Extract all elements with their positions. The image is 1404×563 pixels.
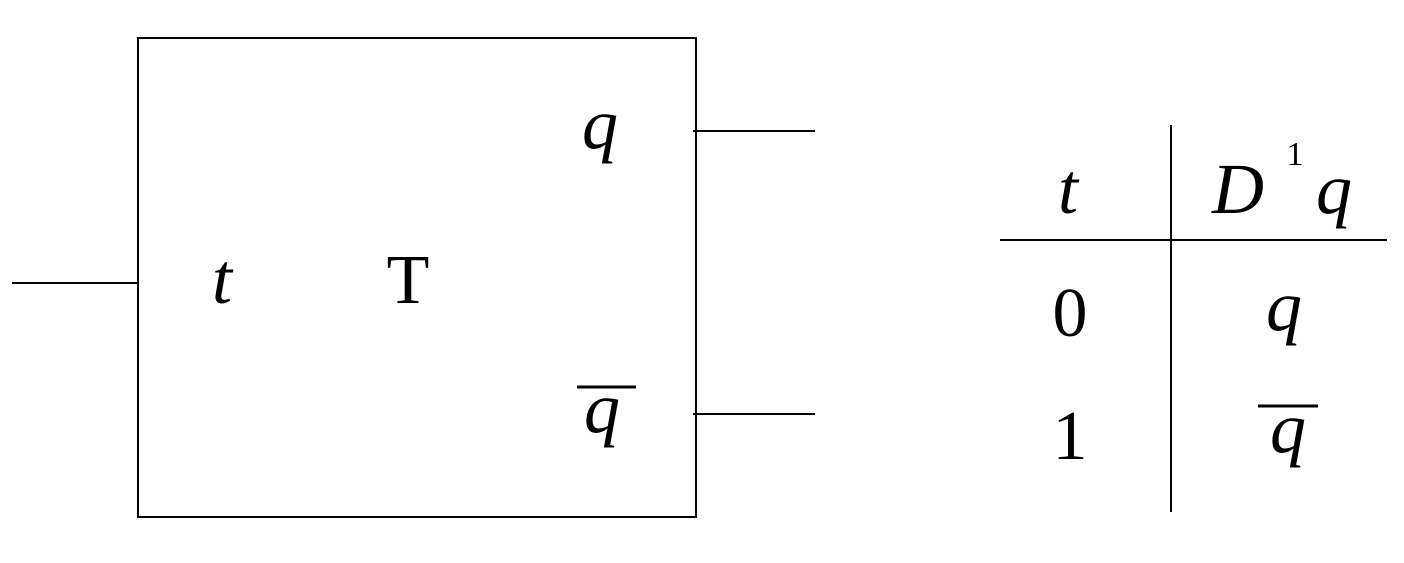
row-0-t: 0 [1053, 275, 1088, 352]
t-flip-flop-block: t T q q [12, 37, 815, 518]
header-q: q [1316, 149, 1352, 229]
output-label-q: q [582, 84, 618, 164]
output-label-q-bar: q [584, 368, 620, 448]
block-title: T [387, 242, 430, 319]
header-superscript: 1 [1287, 136, 1304, 173]
block-outline [137, 37, 697, 518]
header-t: t [1058, 149, 1080, 229]
row-1-next: q [1270, 388, 1306, 468]
row-0-next: q [1266, 266, 1302, 346]
truth-table: t D 1 q 0 q 1 q [1000, 125, 1387, 512]
input-label-t: t [212, 239, 234, 319]
header-d: D [1211, 149, 1264, 229]
row-1-t: 1 [1053, 398, 1088, 475]
